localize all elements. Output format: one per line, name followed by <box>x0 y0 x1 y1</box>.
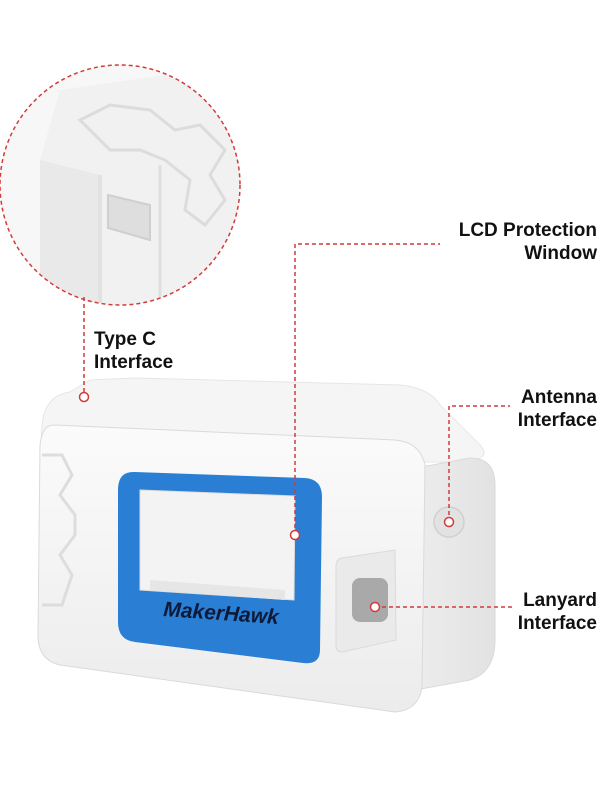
zoom-detail-circle <box>0 64 241 306</box>
callout-label-lanyard-line1: Lanyard <box>523 590 597 611</box>
callout-label-typec-line2: Interface <box>94 352 174 373</box>
marker-typec <box>78 391 90 403</box>
callout-label-antenna-line2: Interface <box>517 410 597 431</box>
callout-label-antenna-line1: Antenna <box>521 387 597 408</box>
lcd-window <box>139 489 296 601</box>
marker-antenna <box>443 516 455 528</box>
callout-lines <box>83 243 512 608</box>
callout-label-lcd-line1: LCD Protection <box>458 220 597 241</box>
callout-label-lanyard-line2: Interface <box>517 613 597 634</box>
callout-label-antenna: Antenna Interface <box>518 386 597 432</box>
callout-line-antenna <box>448 405 510 522</box>
device-side-face <box>404 457 496 691</box>
lcd-frame: MakerHawk <box>118 471 322 664</box>
callout-line-lcd <box>294 243 440 535</box>
marker-lanyard <box>369 601 381 613</box>
lanyard-hole <box>352 578 388 622</box>
callout-markers <box>78 391 455 613</box>
zoom-grip-pattern <box>77 103 227 228</box>
callout-label-typec-line1: Type C <box>94 329 156 350</box>
callout-label-lcd: LCD Protection Window <box>459 219 597 265</box>
callout-label-lcd-line2: Window <box>524 243 597 264</box>
marker-lcd <box>289 529 301 541</box>
zoom-usb-slot <box>107 193 151 242</box>
callout-label-typec: Type C Interface <box>94 328 173 374</box>
grip-pattern <box>42 453 77 607</box>
callout-label-lanyard: Lanyard Interface <box>518 589 597 635</box>
